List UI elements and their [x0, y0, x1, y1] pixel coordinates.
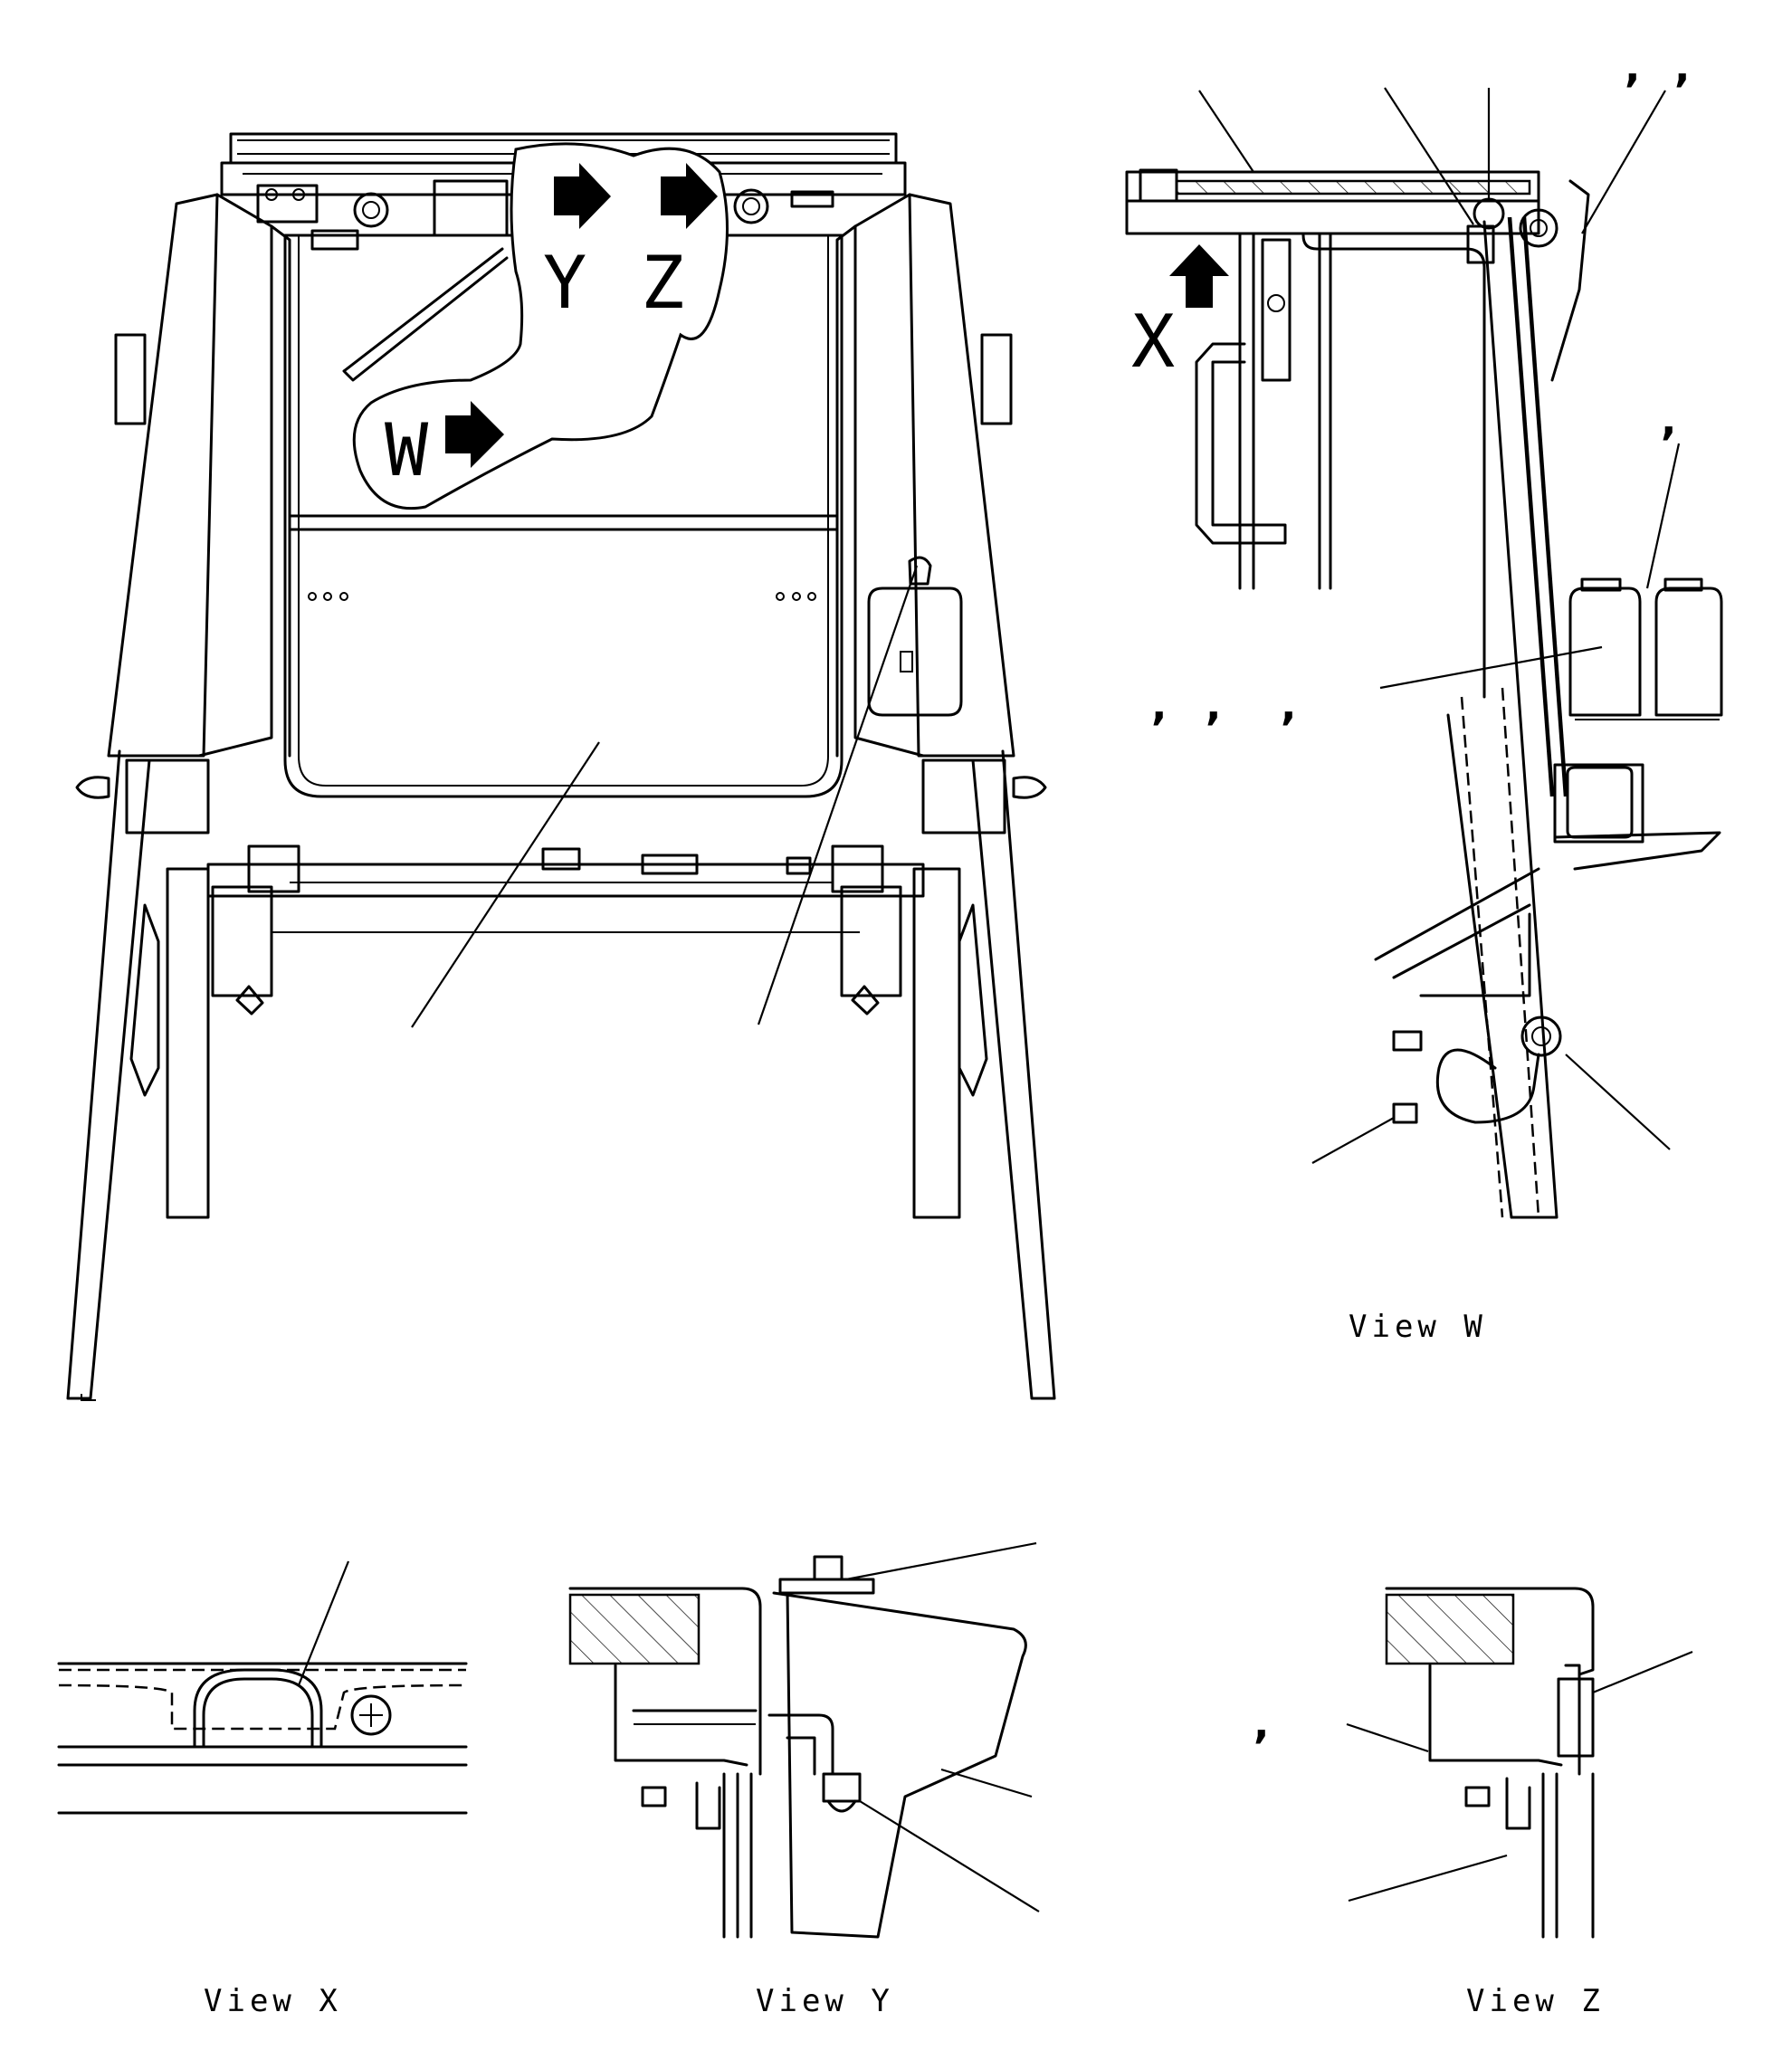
comma-mark: ,	[1661, 396, 1676, 444]
comma-mark: ,	[1674, 43, 1690, 91]
view-w-label: View W	[1349, 1309, 1487, 1345]
comma-mark: ,	[1253, 1699, 1269, 1748]
callout-letter-w: W	[385, 408, 429, 492]
callout-letter-y: Y	[543, 241, 586, 325]
view-z-label: View Z	[1466, 1983, 1605, 2019]
comma-mark: ,	[1206, 681, 1221, 730]
view-x: View X	[57, 1560, 468, 2019]
view-y-label: View Y	[756, 1983, 894, 2019]
view-z: , View Z	[1253, 1587, 1693, 2019]
comma-mark: ,	[1281, 681, 1296, 730]
comma-mark: ,	[1151, 681, 1167, 730]
view-x-label: View X	[204, 1983, 342, 2019]
view-y: View Y	[568, 1541, 1040, 2019]
callout-letter-z: Z	[641, 241, 684, 325]
callout-letter-x: X	[1131, 300, 1175, 384]
cab-front-view: Y Z W	[66, 132, 1056, 1401]
comma-mark: ,	[1625, 43, 1640, 91]
view-w: X	[1125, 43, 1723, 1345]
